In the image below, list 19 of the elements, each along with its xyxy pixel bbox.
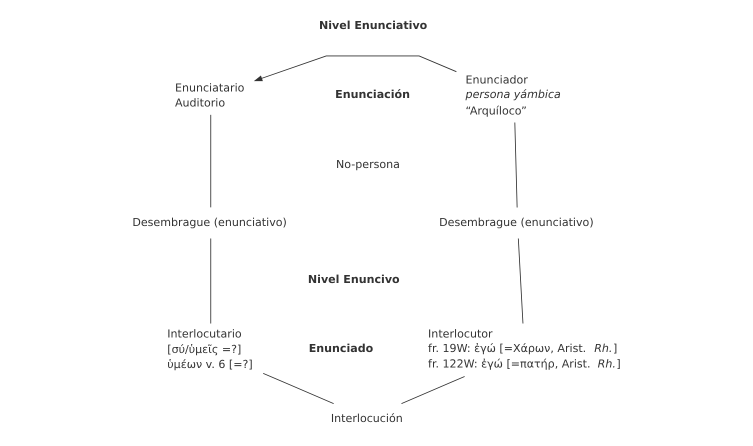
label: No-persona xyxy=(336,158,400,171)
connector xyxy=(262,372,334,404)
node-text: Interlocutario [σύ/ὑμεῖς =?] ὑμέων v. 6 [=?] xyxy=(167,328,253,372)
node-text: Desembrague (enunciativo) xyxy=(439,216,594,229)
connector xyxy=(210,238,212,324)
node-text: Interlocutor fr. 19W: ἐγώ [=Χάρων, Arist. Rh.] fr. 122W: ἐγώ [=πατήρ, Arist. Rh.] xyxy=(428,328,621,370)
connector xyxy=(514,122,518,208)
node-text: Enunciador persona yámbica “Arquíloco” xyxy=(466,74,561,118)
node-text: Enunciatario Auditorio xyxy=(174,81,244,110)
connector xyxy=(210,114,212,208)
label: Enunciado xyxy=(308,342,374,356)
label: Nivel Enuncivo xyxy=(308,272,400,286)
node-text: Interlocución xyxy=(330,412,403,425)
connector xyxy=(518,238,524,324)
label: Nivel Enunciativo xyxy=(318,19,428,32)
arrow xyxy=(254,56,457,82)
label: Enunciación xyxy=(335,88,410,102)
connector xyxy=(401,376,466,404)
node-text: Desembrague (enunciativo) xyxy=(132,216,287,229)
